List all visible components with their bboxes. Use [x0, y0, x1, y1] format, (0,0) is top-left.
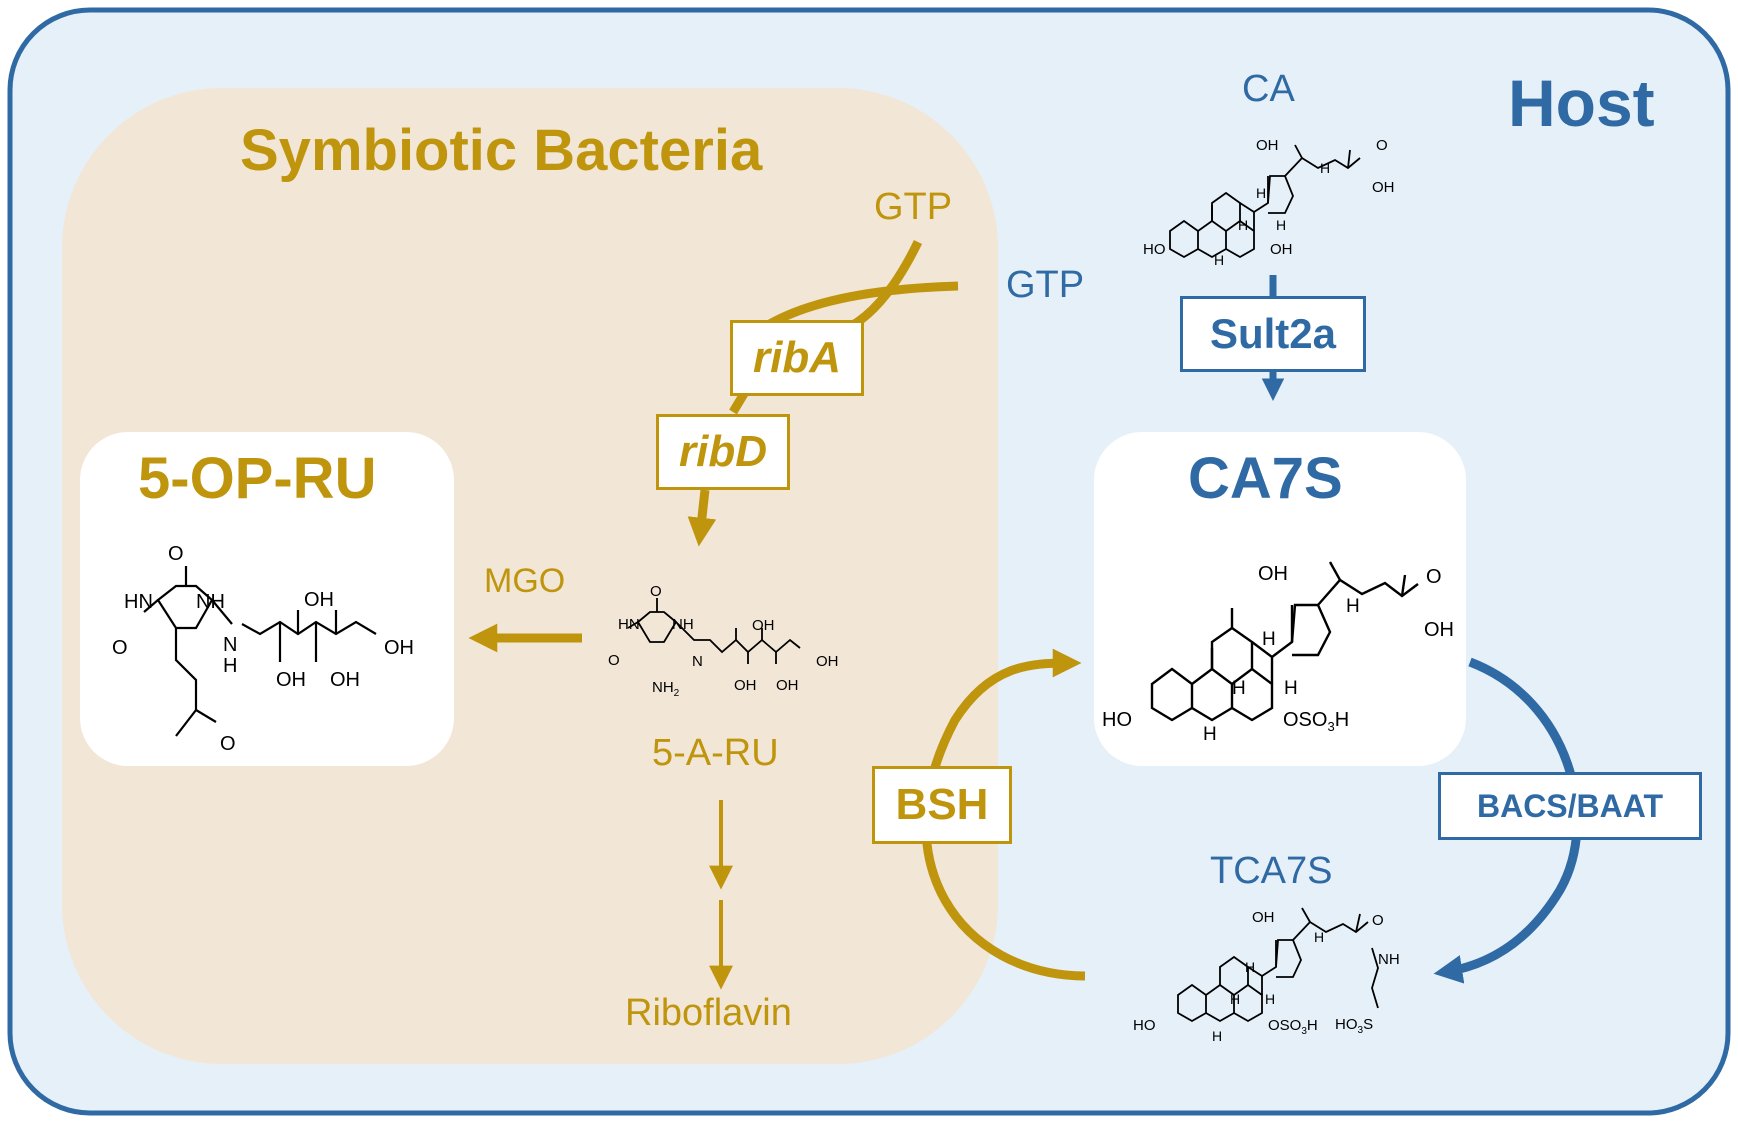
op-ru-struct-o-top: O [168, 543, 184, 565]
ca7s-panel [1094, 432, 1466, 766]
ca-label: CA [1242, 68, 1295, 110]
tca7s-struct-ho3s: HO3S [1335, 1016, 1373, 1036]
op-ru-struct-oh4: OH [384, 637, 414, 659]
bsh-enzyme-box: BSH [872, 766, 1012, 844]
a-ru-struct-o-top: O [650, 583, 662, 600]
op-ru-struct-h: H [223, 655, 237, 677]
ca-struct-h1: H [1320, 160, 1330, 176]
a-ru-struct-oh2: OH [734, 677, 757, 694]
tca7s-struct-ho: HO [1133, 1017, 1156, 1034]
op-ru-struct-oh3: OH [330, 669, 360, 691]
tca7s-label: TCA7S [1210, 850, 1333, 892]
op-ru-panel [80, 432, 454, 766]
bacs-baat-arc [1433, 657, 1582, 984]
op-ru-struct-o-left: O [112, 637, 128, 659]
ca7s-struct-oh-top: OH [1258, 563, 1288, 585]
a-ru-struct-n: N [692, 653, 703, 670]
a-ru-struct-nh2: NH2 [652, 679, 680, 699]
op-ru-struct-n: N [223, 634, 237, 656]
ca7s-title: CA7S [1188, 446, 1343, 511]
a-ru-struct-oh4: OH [816, 653, 839, 670]
tca7s-struct-h2: H [1245, 959, 1255, 975]
tca7s-struct-h3: H [1230, 991, 1240, 1007]
ca-struct-h3: H [1238, 217, 1248, 233]
ca7s-struct-h5: H [1203, 724, 1217, 745]
ribd-to-ara-arrow [687, 489, 717, 547]
ca-struct-oh-acid: OH [1372, 179, 1395, 196]
tca7s-struct-oh-top: OH [1252, 909, 1275, 926]
tca7s-struct-h1: H [1314, 929, 1324, 945]
a-ru-structure [627, 598, 801, 664]
tca7s-struct-nh: NH [1378, 951, 1400, 968]
ca-struct-oh-7: OH [1270, 241, 1293, 258]
riba-enzyme-box: ribA [730, 320, 864, 396]
op-ru-struct-o-ketone: O [220, 733, 236, 755]
tca7s-struct-o: O [1372, 912, 1384, 929]
op-ru-title: 5-OP-RU [138, 446, 377, 511]
op-ru-struct-oh2: OH [276, 669, 306, 691]
ca-struct-o: O [1376, 137, 1388, 154]
op-ru-structure [143, 566, 377, 737]
tca7s-struct-h5: H [1212, 1028, 1222, 1044]
tca7s-struct-h4: H [1265, 991, 1275, 1007]
a-ru-struct-hn: HN [618, 616, 640, 633]
a-ru-label: 5-A-RU [652, 732, 779, 774]
a-ru-struct-o-left: O [608, 652, 620, 669]
tca7s-structure [1177, 907, 1379, 1023]
op-ru-struct-oh1: OH [304, 589, 334, 611]
host-title: Host [1508, 66, 1655, 140]
riboflavin-label: Riboflavin [625, 992, 792, 1034]
ca7s-struct-h3: H [1232, 678, 1246, 699]
gtp-bacteria-label: GTP [874, 186, 953, 228]
a-ru-struct-oh1: OH [752, 617, 775, 634]
ca-struct-h5: H [1214, 252, 1224, 268]
ca-struct-ho: HO [1143, 241, 1166, 258]
ca-struct-h4: H [1276, 217, 1286, 233]
a-ru-struct-nh: NH [672, 616, 694, 633]
ca7s-struct-ho: HO [1102, 709, 1132, 731]
ca7s-struct-h1: H [1346, 596, 1360, 617]
ca7s-struct-h4: H [1284, 678, 1298, 699]
ribd-enzyme-box: ribD [656, 414, 790, 490]
ca7s-structure [1150, 561, 1419, 722]
ca-struct-h2: H [1256, 185, 1266, 201]
ca7s-struct-h2: H [1262, 629, 1276, 650]
mgo-label: MGO [484, 562, 566, 600]
ca-structure [1169, 144, 1361, 259]
op-ru-struct-nh: NH [196, 591, 225, 613]
op-ru-struct-hn: HN [124, 591, 153, 613]
sult2a-enzyme-box: Sult2a [1180, 296, 1366, 372]
gtp-host-label: GTP [1006, 264, 1085, 306]
bacs-baat-enzyme-box: BACS/BAAT [1438, 772, 1702, 840]
ca7s-struct-oh-acid: OH [1424, 619, 1454, 641]
a-ru-struct-oh3: OH [776, 677, 799, 694]
ca7s-struct-oso3h: OSO3H [1283, 709, 1349, 734]
ca7s-struct-o: O [1426, 566, 1442, 588]
bacteria-title: Symbiotic Bacteria [240, 118, 763, 183]
ca-struct-oh-top: OH [1256, 137, 1279, 154]
